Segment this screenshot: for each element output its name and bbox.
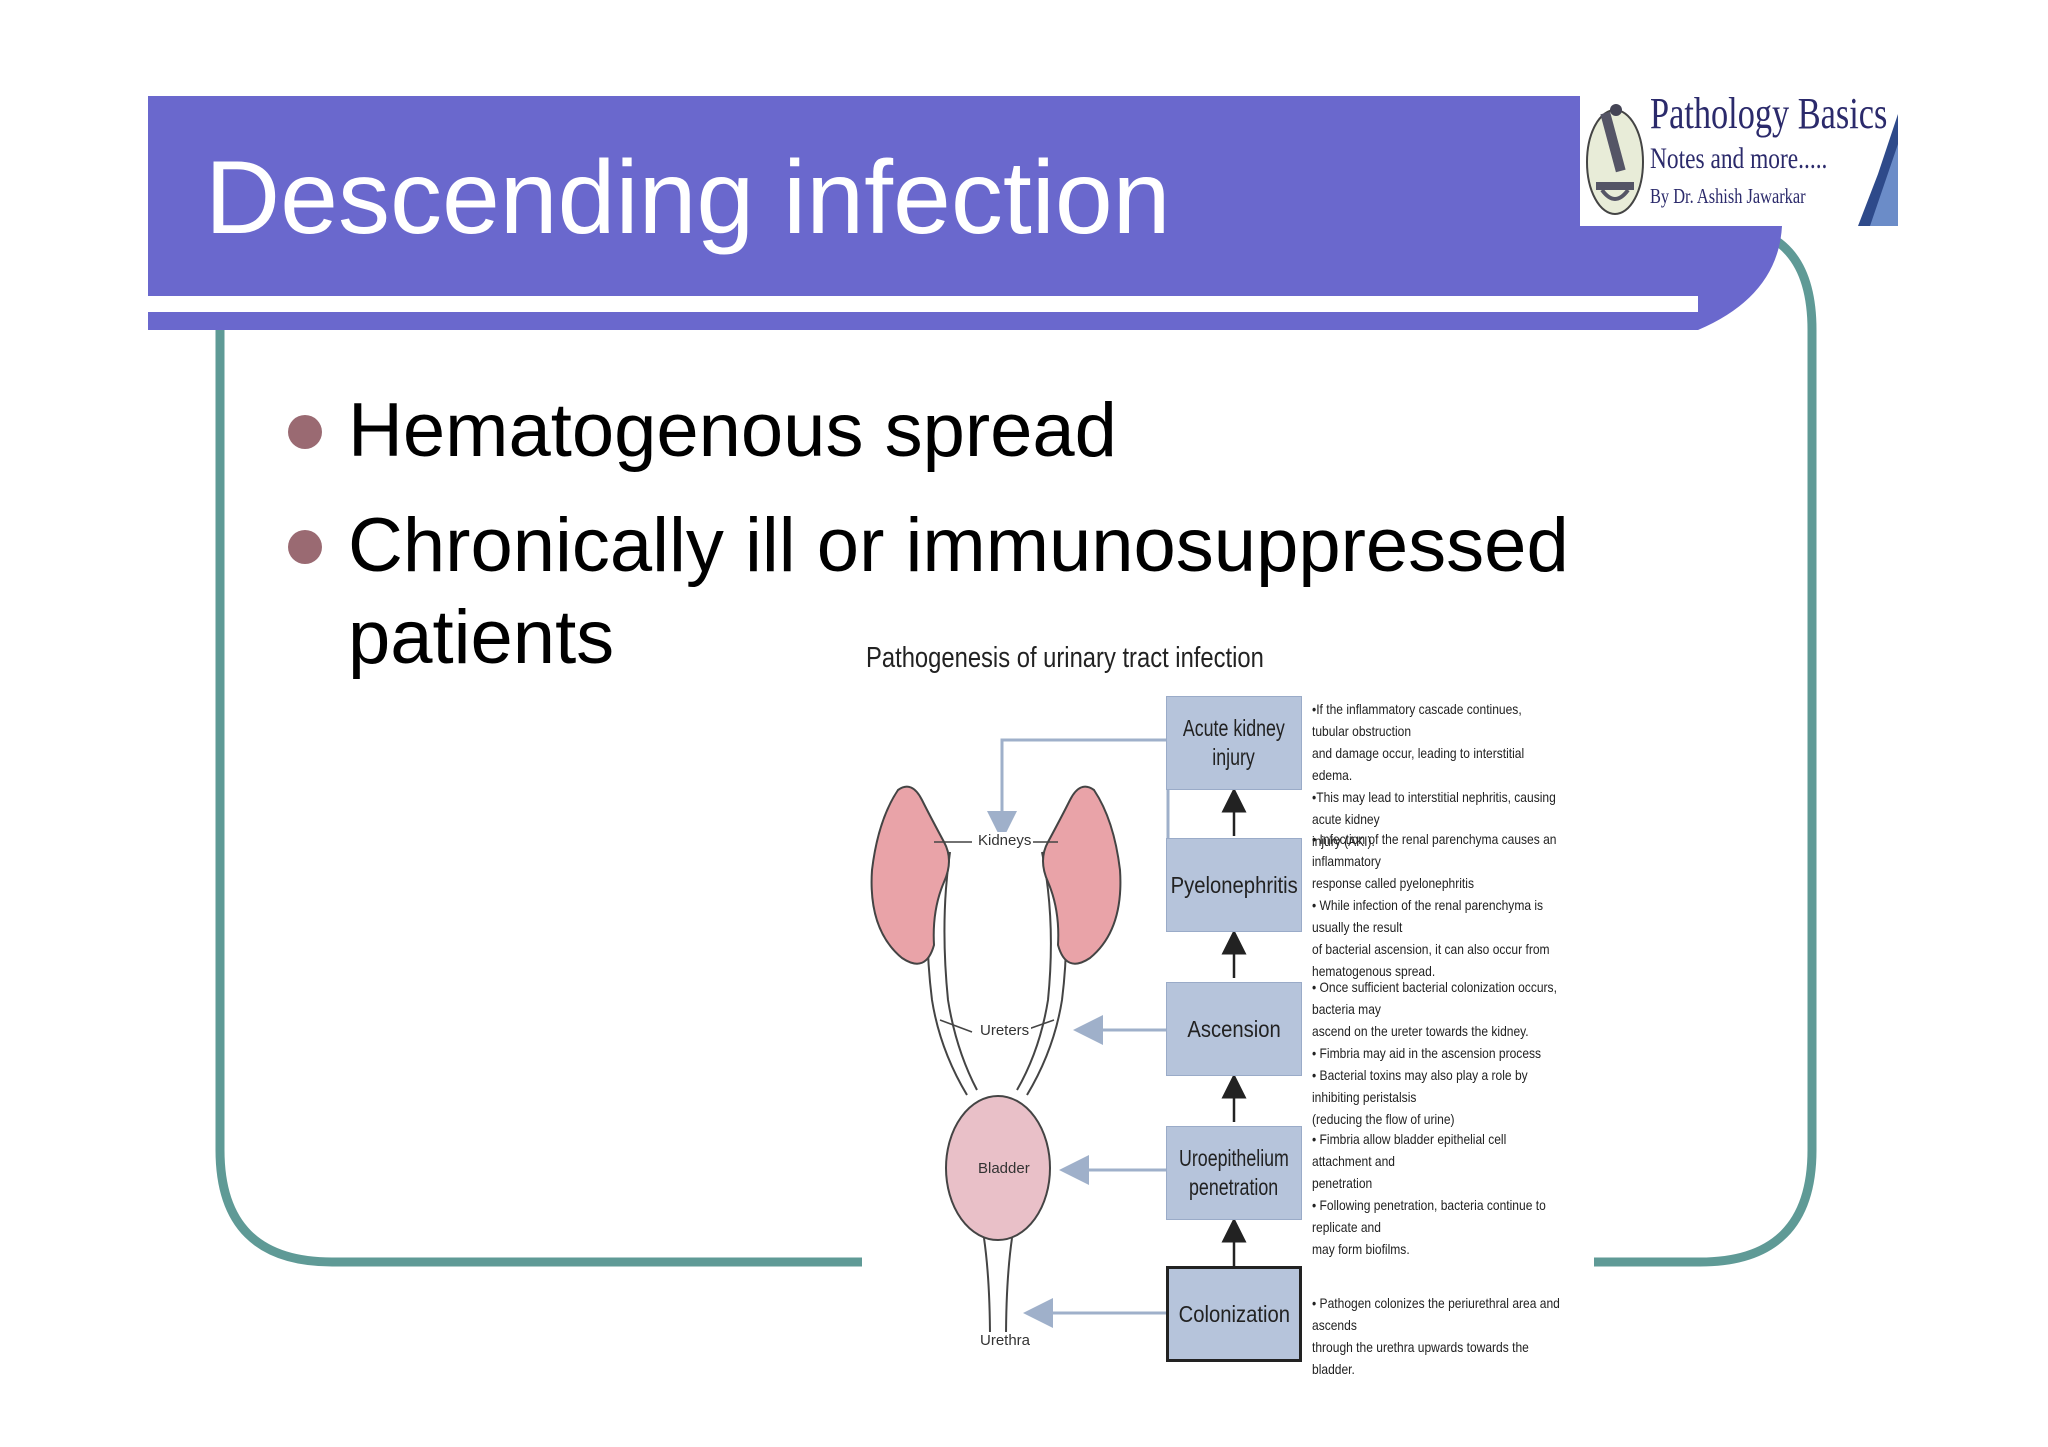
label-bladder: Bladder [978, 1160, 1030, 1177]
note-line: of bacterial ascension, it can also occu… [1312, 941, 1550, 957]
note-line: • Fimbria may aid in the ascension proce… [1312, 1045, 1542, 1061]
note-line: injury (AKI). [1312, 833, 1375, 849]
logo-subtitle: Notes and more..... [1650, 142, 1828, 175]
logo-title: Pathology Basics [1650, 89, 1888, 138]
uti-pathogenesis-figure: Pathogenesis of urinary tract infection … [862, 620, 1594, 1380]
note-line: • Infection of the renal parenchyma caus… [1312, 831, 1557, 869]
stage-label: Colonization [1178, 1300, 1290, 1327]
figure-drawing [870, 706, 1247, 1341]
note-line: (reducing the flow of urine) [1312, 1111, 1455, 1127]
notes-acute-kidney-injury: •If the inflammatory cascade continues, … [1312, 698, 1602, 852]
bullet-hematogenous: Hematogenous spread [348, 388, 1117, 473]
note-line: and damage occur, leading to interstitia… [1312, 745, 1525, 783]
title-band [148, 96, 1698, 296]
logo-decoration [1858, 114, 1898, 226]
note-line: •This may lead to interstitial nephritis… [1312, 789, 1556, 827]
note-line: • Once sufficient bacterial colonization… [1312, 979, 1557, 1017]
stage-pyelonephritis: Pyelonephritis [1166, 838, 1302, 932]
note-line: may form biofilms. [1312, 1241, 1410, 1257]
stage-uroepithelium-penetration: Uroepithelium penetration [1166, 1126, 1302, 1220]
bullet-dot [288, 415, 322, 449]
stage-label-line: penetration [1189, 1174, 1279, 1200]
stage-label-line: Acute kidney [1182, 715, 1285, 741]
bullet-continuation: patients [348, 595, 615, 680]
notes-colonization: • Pathogen colonizes the periurethral ar… [1312, 1292, 1602, 1380]
stage-ascension: Ascension [1166, 982, 1302, 1076]
logo: Pathology Basics Notes and more..... By … [1580, 84, 1898, 226]
stage-label: Pyelonephritis [1170, 871, 1298, 898]
title-band-gap [148, 296, 1698, 312]
note-line: • While infection of the renal parenchym… [1312, 897, 1544, 935]
note-line: penetration [1312, 1175, 1373, 1191]
note-line: • Bacterial toxins may also play a role … [1312, 1067, 1528, 1105]
slide-title: Descending infection [205, 140, 1171, 256]
note-line: • Pathogen colonizes the periurethral ar… [1312, 1295, 1560, 1333]
microscope-icon [1586, 104, 1644, 215]
stage-label-line: injury [1212, 744, 1256, 770]
logo-author: By Dr. Ashish Jawarkar [1650, 184, 1806, 208]
note-line: • Following penetration, bacteria contin… [1312, 1197, 1546, 1235]
stage-label-line: Uroepithelium [1179, 1145, 1289, 1171]
note-line: ascend on the ureter towards the kidney. [1312, 1023, 1529, 1039]
note-line: • Fimbria allow bladder epithelial cell … [1312, 1131, 1507, 1169]
stage-label: Ascension [1187, 1015, 1281, 1042]
bullet-chronically-ill: Chronically ill or immunosuppressed [348, 503, 1569, 588]
figure-title: Pathogenesis of urinary tract infection [866, 642, 1264, 674]
stage-colonization: Colonization [1166, 1266, 1302, 1362]
notes-ascension: • Once sufficient bacterial colonization… [1312, 976, 1602, 1130]
label-ureters: Ureters [978, 1022, 1032, 1039]
note-line: •If the inflammatory cascade continues, … [1312, 701, 1522, 739]
note-line: hematogenous spread. [1312, 963, 1436, 979]
label-urethra: Urethra [978, 1332, 1033, 1349]
bullet-dot [288, 530, 322, 564]
note-line: through the urethra upwards towards the … [1312, 1339, 1529, 1377]
notes-uroepithelium-penetration: • Fimbria allow bladder epithelial cell … [1312, 1128, 1602, 1260]
notes-pyelonephritis: • Infection of the renal parenchyma caus… [1312, 828, 1602, 982]
note-line: response called pyelonephritis [1312, 875, 1474, 891]
stage-acute-kidney-injury: Acute kidney injury [1166, 696, 1302, 790]
title-underline [148, 312, 1698, 330]
label-kidneys: Kidneys [976, 832, 1034, 849]
